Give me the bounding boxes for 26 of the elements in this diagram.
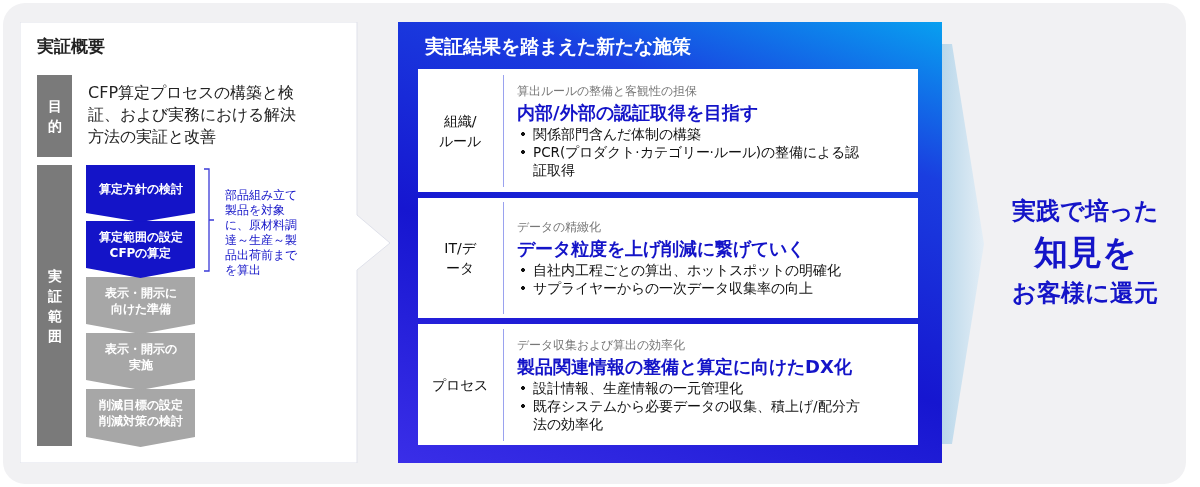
- card-subtitle: データの精緻化: [517, 219, 602, 236]
- category-label: プロセス: [431, 375, 489, 395]
- card-subtitle: データ収集および算出の効率化: [517, 336, 686, 354]
- conclusion-text: 知見を: [1032, 231, 1138, 274]
- category-label: 組織/ルール: [438, 111, 482, 151]
- card-heading: データ粒度を上げ削減に繋げていく: [517, 237, 806, 261]
- card-heading: 製品関連情報の整備と算定に向けたDX化: [517, 354, 853, 379]
- conclusion-text: お客様に還元: [1011, 278, 1159, 308]
- note-text: 部品組み立て製品を対象に、原材料調達～生産～製品出荷前までを算出: [225, 188, 298, 278]
- measure-card: [418, 324, 918, 445]
- card-heading: 内部/外部の認証取得を目指す: [517, 100, 759, 125]
- category-bar: 目的: [37, 75, 72, 157]
- category-bar: 実証範囲: [37, 165, 72, 446]
- objective-text: CFP算定プロセスの構築と検証、および実務における解決方法の実証と改善: [88, 82, 297, 148]
- arrow-tip: [86, 268, 195, 279]
- measure-card: [418, 69, 918, 192]
- conclusion-text: 実践で培った: [1010, 196, 1160, 226]
- arrow-tip: [86, 380, 195, 391]
- category-label: IT/データ: [443, 239, 478, 278]
- arrow-tip: [86, 213, 195, 223]
- panel-title: 実証概要: [37, 35, 105, 58]
- card-subtitle: 算出ルールの整備と客観性の担保: [517, 82, 698, 100]
- measure-card: [418, 198, 918, 318]
- arrow-tip: [86, 437, 195, 448]
- panel-title: 実証結果を踏まえた新たな施策: [425, 34, 691, 59]
- arrow-tip: [86, 324, 195, 335]
